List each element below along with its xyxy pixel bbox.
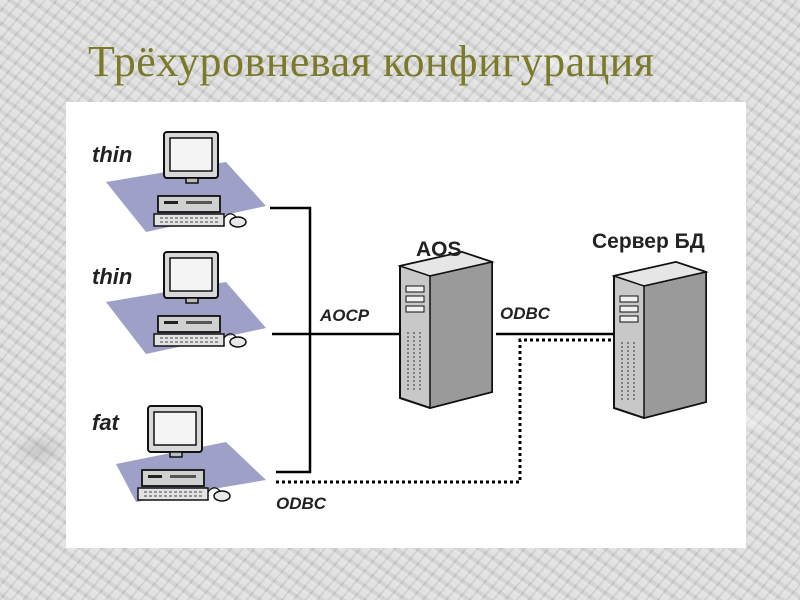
three-tier-diagram xyxy=(106,131,707,502)
slide-title: Трёхуровневая конфигурация xyxy=(88,37,655,86)
client-1-label: thin xyxy=(92,142,133,167)
diagram-panel: thin thin fat AOCP ODBC ODBC AOS Сервер … xyxy=(66,102,746,548)
fat-odbc-label: ODBC xyxy=(276,494,327,513)
aocp-label: AOCP xyxy=(320,306,370,325)
db-server-label: Сервер БД xyxy=(592,230,705,253)
fat-odbc-dotted-line xyxy=(276,338,614,484)
client-bus-lines xyxy=(270,206,614,474)
aos-label: AOS xyxy=(416,238,462,261)
db-server-icon xyxy=(613,261,707,419)
client-3-label: fat xyxy=(92,410,119,435)
client-2-label: thin xyxy=(92,264,133,289)
aos-server-icon xyxy=(399,251,493,409)
aos-odbc-label: ODBC xyxy=(500,304,551,323)
